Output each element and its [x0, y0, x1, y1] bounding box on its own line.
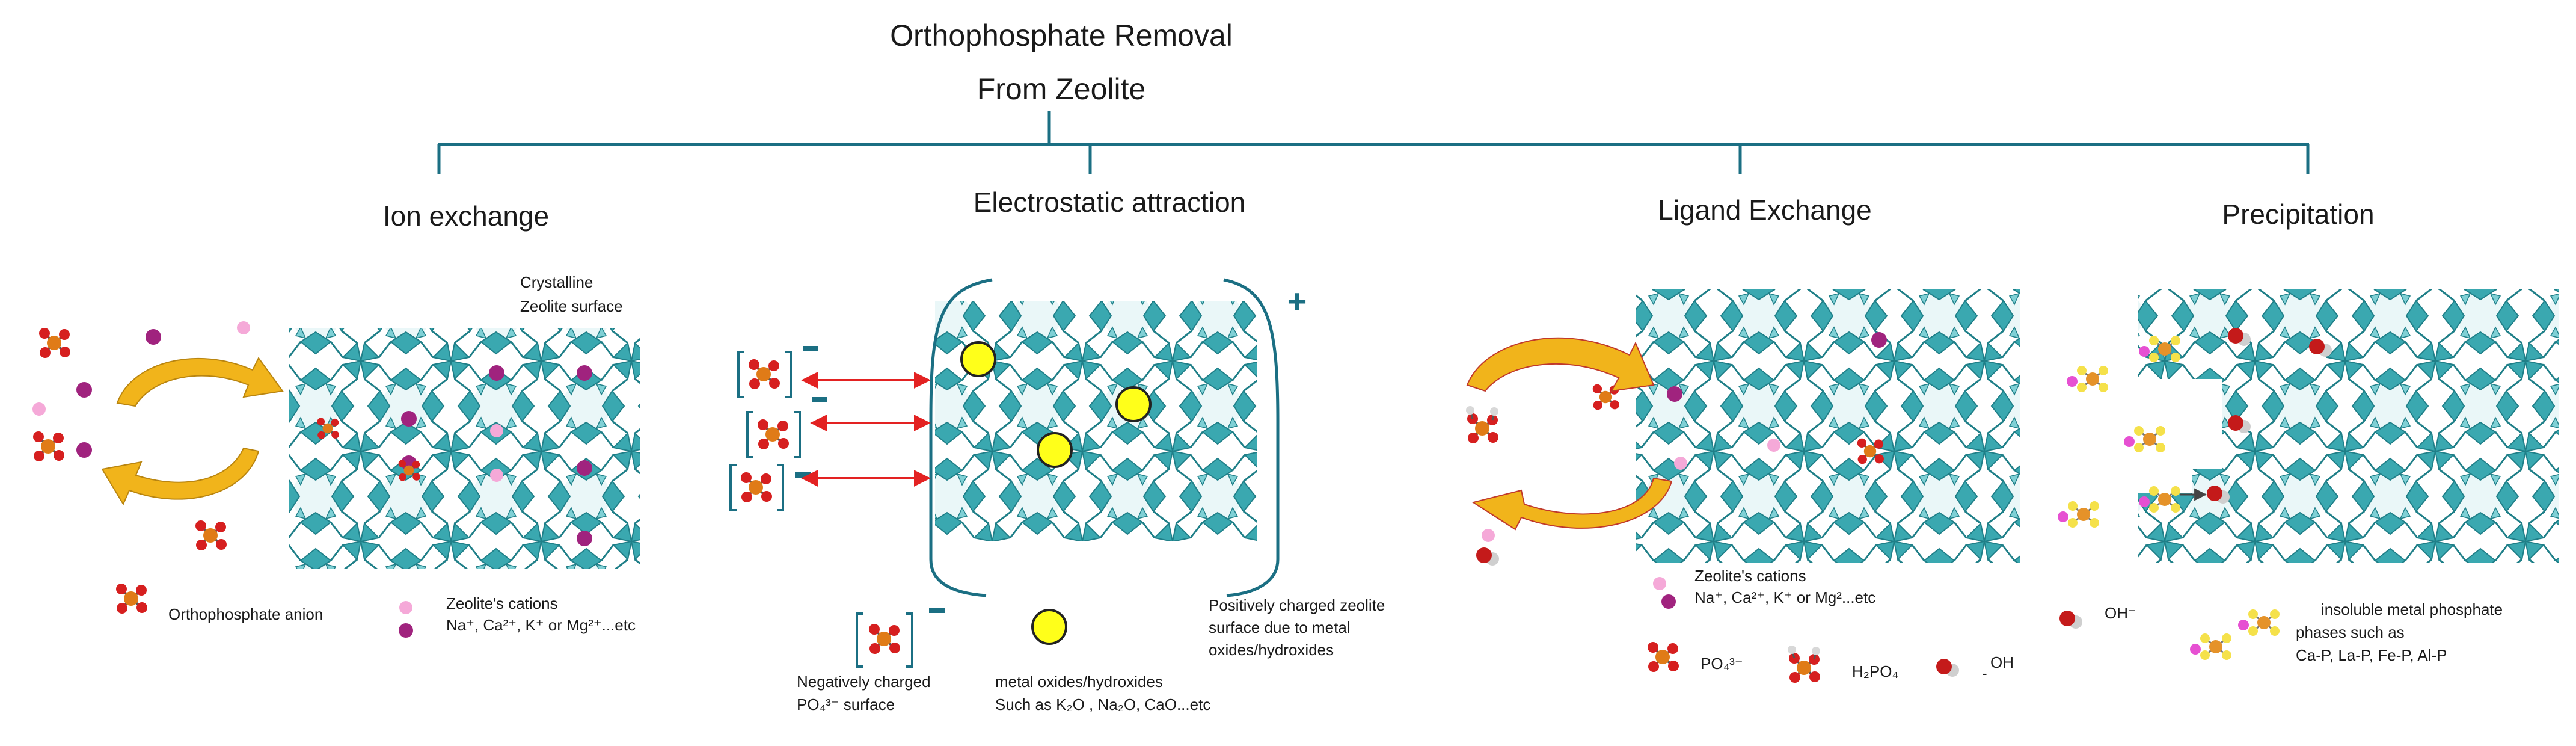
legend-phase-line1: insoluble metal phosphate [2321, 600, 2503, 618]
cation-purple [146, 329, 161, 345]
gold-arrow-top [116, 357, 284, 407]
panel-ion-exchange: Crystalline Zeolite surface Orthophos [32, 273, 640, 638]
cation-pink [1767, 439, 1780, 452]
tree-connector [437, 111, 2310, 174]
cation-purple [76, 382, 92, 398]
legend-positive-line3: oxides/hydroxides [1209, 641, 1334, 659]
legend-negative-line2: PO₄³⁻ surface [797, 695, 895, 714]
legend-anion-label: Orthophosphate anion [168, 605, 323, 623]
zeolite-surface [935, 301, 1257, 541]
legend-po4-label: PO₄³⁻ [1700, 655, 1743, 673]
gold-arrow-bottom [101, 447, 260, 506]
bracket-right [1223, 278, 1280, 597]
legend-oxides-line1: metal oxides/hydroxides [995, 673, 1163, 691]
legend-anion-icon [115, 582, 149, 615]
zeolite-label-line1: Crystalline [520, 273, 593, 291]
legend-cations-list: Na⁺, Ca²⁺, K⁺ or Mg²...etc [1694, 588, 1875, 606]
gold-arrow-bottom [1471, 477, 1673, 531]
legend-oh-icon [2059, 611, 2082, 629]
legend-minus-sign [929, 608, 945, 613]
heading-ion-exchange: Ion exchange [383, 200, 549, 232]
diagram-title-line1: Orthophosphate Removal [890, 19, 1233, 52]
cation-pink [1482, 529, 1495, 542]
surface-gap [2138, 379, 2222, 469]
legend-cations-title: Zeolite's cations [1694, 567, 1806, 585]
legend-oh-label: OH [1990, 653, 2014, 671]
legend-phase-line3: Ca-P, La-P, Fe-P, Al-P [2296, 646, 2447, 664]
legend-phase-line2: phases such as [2296, 623, 2405, 641]
zeolite-surface [1636, 289, 2020, 563]
panel-ligand-exchange: Zeolite's cations Na⁺, Ca²⁺, K⁺ or Mg²..… [1466, 289, 2020, 683]
legend-oh-minus: - [1982, 664, 1987, 682]
legend-oh-label: OH⁻ [2105, 604, 2136, 622]
legend-negative-line1: Negatively charged [797, 673, 931, 691]
phosphate-molecule [32, 430, 66, 463]
metal-phosphate-unit [2065, 365, 2109, 393]
zeolite-label-line2: Zeolite surface [520, 297, 623, 315]
legend-cation-purple-icon [1661, 594, 1676, 609]
oh-molecule [1476, 547, 1499, 566]
diagram-title-line2: From Zeolite [977, 72, 1146, 106]
legend-h2po4-label: H₂PO₄ [1852, 662, 1898, 680]
legend-cation-purple-icon [399, 623, 413, 638]
phosphate-molecule [194, 519, 228, 552]
gold-arrow-top [1466, 337, 1655, 392]
legend-po4-icon [1646, 641, 1680, 673]
legend-cation-pink-icon [399, 601, 412, 614]
cation-pink [237, 321, 250, 334]
metal-oxide-particles [960, 341, 1152, 468]
legend-cation-pink-icon [1653, 577, 1666, 590]
bracket-left [929, 278, 993, 597]
legend-oxide-icon [1031, 609, 1067, 645]
legend-positive-line2: surface due to metal [1209, 618, 1351, 637]
zeolite-cations [401, 365, 592, 546]
cation-purple [1871, 332, 1887, 348]
metal-phosphate-unit [2056, 500, 2100, 529]
legend-oxides-line2: Such as K₂O , Na₂O, CaO...etc [995, 695, 1210, 714]
surface-gap [2138, 469, 2192, 493]
cation-purple [1667, 386, 1682, 402]
cation-pink [32, 402, 46, 416]
panel-precipitation: OH⁻ insoluble metal phosphate phases suc… [2056, 289, 2559, 664]
legend-metal-phosphate-icon [2237, 608, 2281, 637]
panel-electrostatic-attraction: + Negatively charged [729, 278, 1385, 714]
positive-charge-sign: + [1287, 282, 1307, 320]
attraction-arrows [801, 372, 931, 487]
heading-ligand-exchange: Ligand Exchange [1658, 194, 1872, 226]
legend-positive-line1: Positively charged zeolite [1209, 596, 1385, 614]
heading-electrostatic-attraction: Electrostatic attraction [974, 186, 1246, 218]
legend-cations-title: Zeolite's cations [446, 594, 558, 612]
legend-cations-list: Na⁺, Ca²⁺, K⁺ or Mg²⁺...etc [446, 616, 636, 634]
cation-purple [76, 442, 92, 458]
cation-pink [1674, 457, 1687, 470]
heading-precipitation: Precipitation [2222, 199, 2374, 230]
legend-oh-icon [1936, 659, 1959, 677]
legend-negative-bracket [856, 612, 913, 668]
phosphate-molecule [38, 327, 72, 359]
h2po4-molecule [1466, 406, 1498, 443]
legend-metal-phosphate-icon [2189, 632, 2233, 661]
negative-phosphate-group [729, 346, 827, 511]
legend-h2po4-icon [1788, 646, 1820, 683]
legend-negative-icon [868, 623, 901, 655]
